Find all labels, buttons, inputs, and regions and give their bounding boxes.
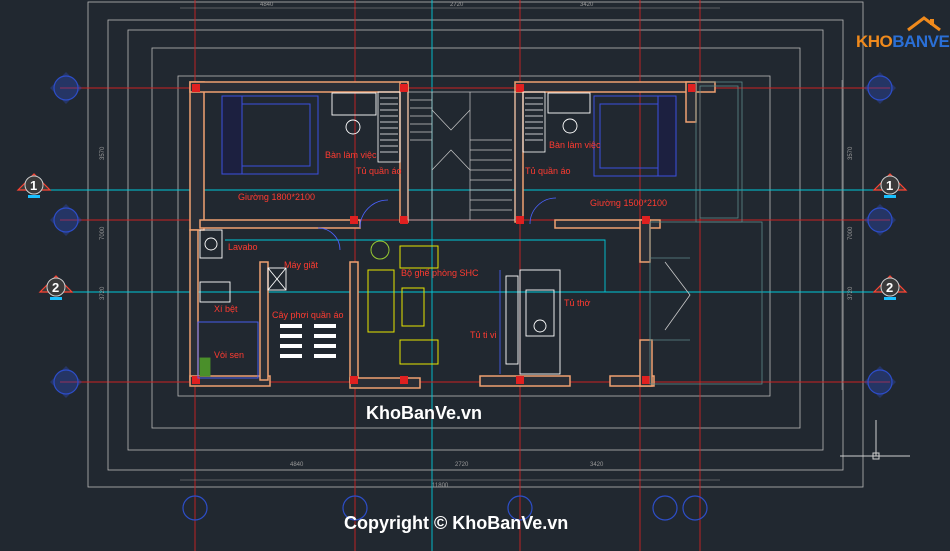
- axis-2-right: 2: [886, 280, 893, 295]
- wardrobe-right: [522, 91, 546, 153]
- drying-racks: [280, 324, 336, 358]
- axis-markers: 1 1 2 2: [16, 72, 908, 521]
- wardrobe-left: [377, 91, 401, 163]
- copyright-text: Copyright © KhoBanVe.vn: [344, 513, 568, 533]
- label-lavabo: Lavabo: [228, 242, 258, 252]
- balconies: [649, 81, 763, 385]
- dim-right-2: 7000: [848, 226, 854, 240]
- dim-top-3: 3420: [580, 2, 594, 8]
- logo-text: KHOBANVE: [856, 32, 950, 52]
- label-altar: Tủ thờ: [564, 298, 591, 308]
- altar-cabinet: [505, 269, 561, 375]
- desk-left: [331, 92, 377, 135]
- dim-bottom-2: 2720: [455, 462, 469, 468]
- label-bed-left: Giường 1800*2100: [238, 192, 315, 202]
- dim-bottom-1: 4840: [290, 462, 304, 468]
- house-roof-icon: [907, 16, 941, 32]
- dim-left-3: 3720: [100, 286, 106, 300]
- label-washer: Máy giặt: [284, 260, 319, 270]
- axis-1-right: 1: [886, 178, 893, 193]
- dim-left-1: 3570: [100, 146, 106, 160]
- label-toilet: Xí bệt: [214, 304, 238, 314]
- walls: [189, 81, 716, 389]
- dim-right-1: 3570: [848, 146, 854, 160]
- bathroom-fixtures: [197, 229, 287, 379]
- label-wardrobe-left: Tủ quần áo: [356, 166, 402, 176]
- dimension-lines: [107, 7, 843, 481]
- label-desk-right: Bàn làm việc: [549, 140, 601, 150]
- label-bed-right: Giường 1500*2100: [590, 198, 667, 208]
- label-sofa: Bộ ghế phòng SHC: [401, 268, 479, 278]
- logo-part-2: BANVE: [892, 32, 950, 51]
- dim-top-1: 4840: [260, 2, 274, 8]
- watermark-text: KhoBanVe.vn: [366, 403, 482, 423]
- columns: [192, 84, 696, 384]
- dim-top-2: 2720: [450, 2, 464, 8]
- desk-right: [547, 92, 591, 134]
- stairs: [407, 91, 516, 221]
- bed-left: [221, 95, 319, 175]
- sofa-set: [367, 240, 439, 365]
- khobanve-logo: KHOBANVE: [852, 14, 950, 54]
- logo-part-1: KHO: [856, 32, 893, 51]
- dim-total: 11800: [432, 483, 449, 489]
- axis-2-left: 2: [52, 280, 59, 295]
- ucs-icon: [840, 420, 910, 460]
- label-wardrobe-right: Tủ quần áo: [525, 166, 571, 176]
- label-tv: Tủ ti vi: [470, 330, 497, 340]
- bed-right: [593, 95, 677, 177]
- label-drying: Cây phơi quần áo: [272, 310, 343, 320]
- dim-right-3: 3720: [848, 286, 854, 300]
- dim-bottom-3: 3420: [590, 462, 604, 468]
- label-shower: Vòi sen: [214, 350, 244, 360]
- axis-1-left: 1: [30, 178, 37, 193]
- dim-left-2: 7000: [100, 226, 106, 240]
- label-desk-left: Bàn làm việc: [325, 150, 377, 160]
- door-swings: [317, 197, 557, 251]
